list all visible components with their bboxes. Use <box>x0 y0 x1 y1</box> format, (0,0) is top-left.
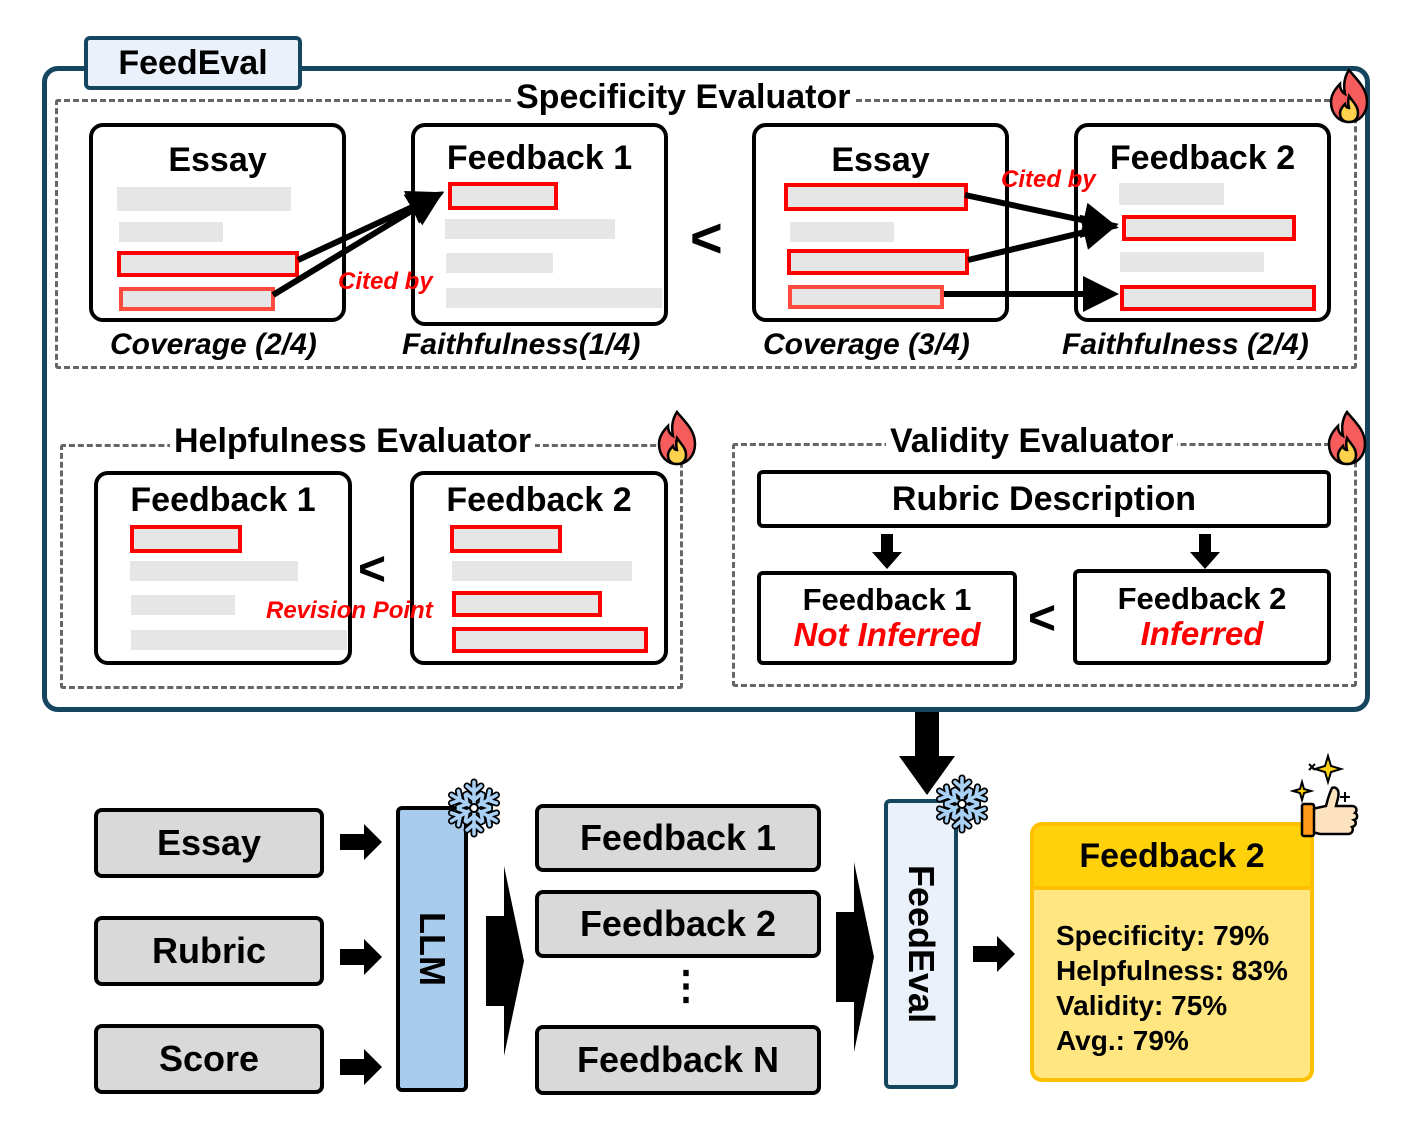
comparator-less-than: < <box>358 543 387 596</box>
right-arrow-icon <box>340 939 382 975</box>
snowflake-icon <box>442 778 506 840</box>
input-essay: Essay <box>94 808 324 878</box>
citing-sentence <box>448 182 558 210</box>
card-title: Feedback 1 <box>130 481 316 519</box>
inference-status: Inferred <box>1140 614 1264 652</box>
fire-icon <box>657 409 697 466</box>
cited-by-label: Cited by <box>1001 166 1096 193</box>
validity-feedback-2-box: Feedback 2 Inferred <box>1073 569 1331 665</box>
feedeval-evaluator: FeedEval <box>884 799 958 1089</box>
text-line <box>790 222 894 242</box>
revision-point <box>450 525 562 553</box>
feedeval-label: FeedEval <box>901 864 942 1024</box>
coverage-score-2: Coverage (3/4) <box>763 328 970 361</box>
text-line <box>446 253 553 273</box>
specificity-feedback-2-card: Feedback 2 <box>1074 123 1331 322</box>
cited-arrow <box>271 191 444 298</box>
input-score: Score <box>94 1024 324 1094</box>
cited-arrows-pair-2 <box>944 192 1119 312</box>
score-helpfulness: Helpfulness: 83% <box>1056 955 1288 986</box>
right-arrow-icon <box>973 936 1015 972</box>
text-line <box>131 630 347 650</box>
card-title: Essay <box>831 141 930 179</box>
specificity-essay-card-2: Essay <box>752 123 1009 322</box>
coverage-score-1: Coverage (2/4) <box>110 328 317 361</box>
faithfulness-score-2: Faithfulness (2/4) <box>1062 328 1309 361</box>
text-line <box>117 187 291 211</box>
big-right-arrow-icon <box>836 862 874 1052</box>
cited-sentence <box>787 249 969 275</box>
specificity-feedback-1-card: Feedback 1 <box>411 123 668 326</box>
revision-point <box>452 627 648 653</box>
fire-icon <box>1329 67 1369 124</box>
helpfulness-feedback-1-card: Feedback 1 <box>94 471 352 665</box>
citing-sentence <box>1120 285 1316 311</box>
fire-icon <box>1327 409 1367 466</box>
cited-by-label: Cited by <box>338 268 433 295</box>
cited-sentence <box>117 251 299 277</box>
card-title: Feedback 1 <box>446 139 633 177</box>
citing-sentence <box>1122 215 1296 241</box>
card-title: Feedback 2 <box>446 481 632 519</box>
text-line <box>130 561 298 581</box>
input-rubric: Rubric <box>94 916 324 986</box>
card-title: Essay <box>168 141 267 179</box>
faithfulness-score-1: Faithfulness(1/4) <box>402 328 641 361</box>
cited-sentence <box>788 285 944 309</box>
feedeval-frame-title: FeedEval <box>84 36 302 90</box>
specificity-evaluator-title: Specificity Evaluator <box>512 80 855 114</box>
comparator-less-than: < <box>690 206 723 269</box>
validity-evaluator-title: Validity Evaluator <box>886 424 1178 458</box>
cited-arrow <box>967 214 1119 263</box>
score-specificity: Specificity: 79% <box>1056 920 1270 951</box>
specificity-essay-card-1: Essay <box>89 123 346 322</box>
down-arrow-icon <box>872 534 902 569</box>
text-line <box>446 288 662 308</box>
cited-sentence <box>119 287 275 311</box>
revision-point-label: Revision Point <box>266 597 433 624</box>
card-title: Feedback 2 <box>1109 139 1296 177</box>
revision-point <box>452 591 602 617</box>
score-average: Avg.: 79% <box>1056 1025 1189 1056</box>
output-feedback-1: Feedback 1 <box>535 804 821 872</box>
snowflake-icon <box>930 774 994 836</box>
validity-feedback-1-box: Feedback 1 Not Inferred <box>757 571 1017 665</box>
inference-status: Not Inferred <box>793 615 981 653</box>
text-line <box>452 561 632 581</box>
output-feedback-2: Feedback 2 <box>535 890 821 958</box>
thumbs-up-sparkle-icon <box>1289 752 1359 838</box>
llm-label: LLM <box>412 912 453 986</box>
down-arrow-icon <box>899 712 955 795</box>
feedback-title: Feedback 2 <box>1117 580 1287 616</box>
helpfulness-evaluator-title: Helpfulness Evaluator <box>170 424 536 458</box>
llm-model: LLM <box>396 806 468 1092</box>
right-arrow-icon <box>340 1049 382 1085</box>
feedback-title: Feedback 1 <box>802 581 972 617</box>
cited-sentence <box>784 183 968 211</box>
helpfulness-feedback-2-card: Feedback 2 <box>410 471 668 665</box>
comparator-less-than: < <box>1028 592 1057 645</box>
output-feedback-n: Feedback N <box>535 1025 821 1095</box>
feedeval-frame <box>42 66 1370 712</box>
right-arrow-icon <box>340 824 382 860</box>
text-line <box>1119 183 1224 205</box>
ellipsis-vertical: ⋮ <box>666 964 706 1008</box>
revision-point <box>130 525 242 553</box>
best-feedback-result: Feedback 2 Specificity: 79% Helpfulness:… <box>1030 822 1314 1082</box>
result-title: Feedback 2 <box>1034 826 1310 890</box>
big-right-arrow-icon <box>486 866 524 1056</box>
down-arrow-icon <box>1190 534 1220 569</box>
rubric-description-box: Rubric Description <box>757 470 1331 528</box>
text-line <box>119 222 223 242</box>
text-line <box>131 595 235 615</box>
rubric-description-label: Rubric Description <box>891 479 1197 518</box>
text-line <box>445 219 615 239</box>
cited-arrows-pair-1 <box>271 191 445 298</box>
score-validity: Validity: 75% <box>1056 990 1228 1021</box>
text-line <box>1120 252 1264 272</box>
